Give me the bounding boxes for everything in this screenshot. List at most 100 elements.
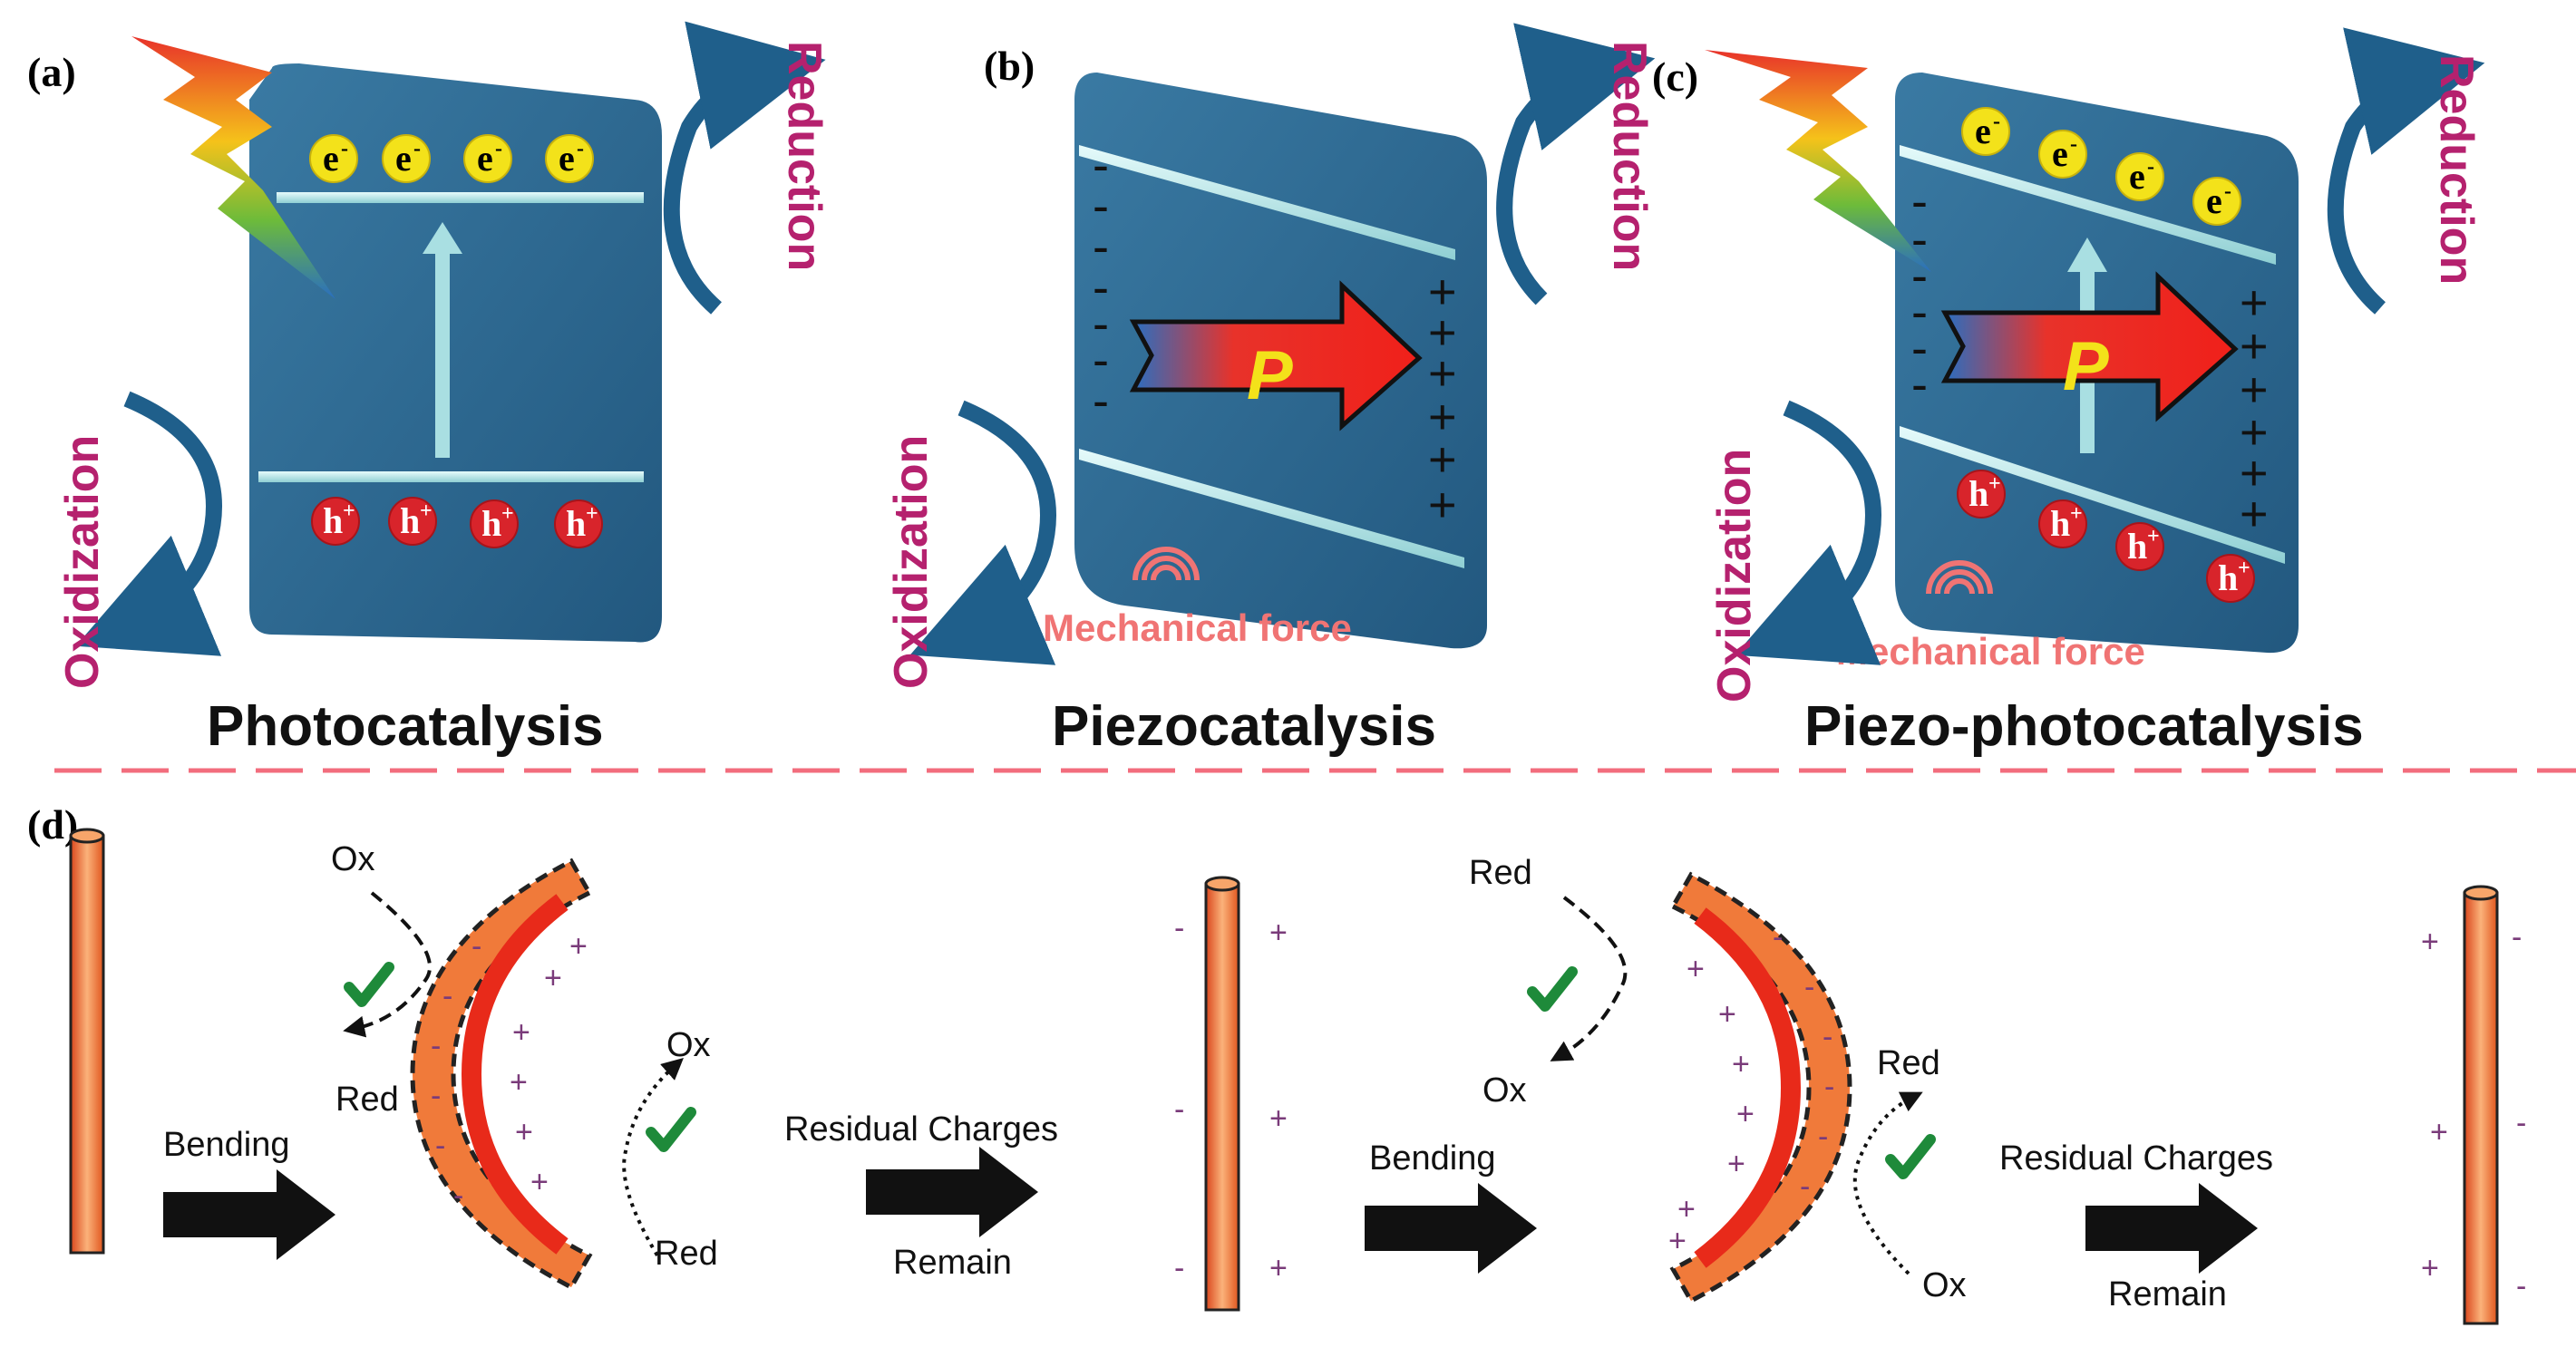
oxidization-arrow: [75, 391, 222, 656]
oxidization-label-b: Oxidization: [885, 435, 938, 689]
svg-text:+: +: [2070, 502, 2083, 526]
oxidization-label-c: Oxidization: [1708, 449, 1761, 703]
bent-rod-2: [1669, 871, 1852, 1304]
svg-text:+: +: [2240, 363, 2269, 417]
reduction-label-a: Reduction: [778, 41, 831, 271]
svg-text:h: h: [481, 503, 501, 544]
svg-text:-: -: [1093, 260, 1109, 315]
svg-text:-: -: [1800, 1169, 1810, 1204]
svg-text:+: +: [510, 1065, 528, 1100]
svg-text:-: -: [577, 137, 584, 160]
svg-text:+: +: [1428, 432, 1457, 487]
svg-text:+: +: [1677, 1192, 1696, 1226]
svg-text:-: -: [1093, 138, 1109, 192]
svg-text:-: -: [1093, 179, 1109, 233]
panel-b-label: (b): [984, 43, 1035, 89]
svg-text:e: e: [559, 138, 575, 179]
svg-text:+: +: [2147, 525, 2160, 548]
svg-text:+: +: [420, 499, 433, 523]
process-arrow: [866, 1147, 1038, 1237]
svg-text:-: -: [453, 1178, 463, 1213]
svg-text:-: -: [1773, 920, 1783, 955]
svg-text:-: -: [413, 137, 421, 160]
panel-c-title: Piezo-photocatalysis: [1804, 695, 2364, 758]
svg-text:+: +: [544, 961, 562, 995]
svg-text:-: -: [431, 1029, 441, 1063]
check-icon: [349, 967, 389, 1002]
rod-charges: --- --- +++ +++ +: [1668, 920, 1834, 1258]
excitation-arrow: [423, 222, 462, 458]
remain-label-1: Remain: [893, 1244, 1012, 1282]
svg-text:-: -: [1911, 357, 1928, 412]
svg-text:+: +: [2238, 557, 2250, 580]
svg-text:-: -: [1093, 219, 1109, 274]
reaction-path: [1852, 1091, 1923, 1275]
svg-text:-: -: [1804, 970, 1814, 1004]
svg-text:+: +: [1269, 916, 1288, 950]
svg-text:+: +: [1269, 1251, 1288, 1285]
reduction-label-b: Reduction: [1603, 41, 1656, 271]
polarization-label-b: P: [1247, 337, 1293, 414]
svg-text:e: e: [477, 138, 493, 179]
bent-rod-core: [1694, 907, 1802, 1268]
svg-text:+: +: [1428, 305, 1457, 360]
panel-d: (d) Bending --- --- +++ +++ Ox Red Ox Re…: [27, 801, 2526, 1325]
svg-text:h: h: [323, 500, 343, 541]
vibration-icon: [1132, 547, 1200, 581]
valence-band: [1079, 449, 1464, 568]
valence-band: [1900, 426, 2285, 564]
valence-band: [258, 471, 644, 482]
svg-text:-: -: [1174, 1092, 1184, 1127]
positive-charges: +++ +++: [1428, 265, 1457, 532]
svg-text:e: e: [395, 138, 412, 179]
svg-text:+: +: [1428, 390, 1457, 444]
svg-text:-: -: [1911, 212, 1928, 267]
svg-text:+: +: [501, 502, 514, 526]
holes: h+ h+ h+ h+: [311, 497, 603, 548]
svg-text:+: +: [2421, 925, 2439, 959]
svg-text:+: +: [1988, 472, 2001, 496]
svg-text:h: h: [2050, 503, 2070, 544]
red-label-4: Red: [1877, 1044, 1940, 1082]
bending-label-2: Bending: [1369, 1139, 1495, 1178]
process-arrow: [163, 1169, 335, 1260]
svg-text:-: -: [2512, 920, 2522, 955]
reduction-label-c: Reduction: [2430, 54, 2483, 285]
remain-label-2: Remain: [2108, 1275, 2227, 1313]
positive-charges: +++ +++: [2240, 276, 2269, 541]
rod-straight-1: [69, 828, 105, 1255]
svg-text:-: -: [1174, 1251, 1184, 1285]
svg-text:-: -: [341, 137, 348, 160]
reaction-path: [622, 1058, 684, 1257]
reaction-path: [343, 891, 432, 1038]
residual-label-1: Residual Charges: [784, 1110, 1058, 1149]
svg-text:+: +: [1718, 997, 1736, 1032]
svg-text:-: -: [2516, 1269, 2526, 1304]
svg-text:h: h: [1968, 473, 1988, 514]
svg-text:-: -: [435, 1129, 445, 1163]
oxidization-label-a: Oxidization: [56, 435, 109, 689]
svg-text:+: +: [2430, 1115, 2448, 1149]
svg-text:+: +: [343, 499, 355, 523]
mechanical-force-label-c: Mechanical force: [1836, 630, 2145, 673]
process-arrow: [1365, 1183, 1537, 1274]
check-icon: [1532, 972, 1572, 1006]
lightning-icon: [1705, 50, 1931, 272]
svg-text:+: +: [586, 502, 598, 526]
svg-text:+: +: [1428, 478, 1457, 532]
svg-text:+: +: [1428, 346, 1457, 401]
svg-text:+: +: [1736, 1097, 1755, 1131]
svg-text:+: +: [1732, 1047, 1750, 1081]
svg-text:-: -: [1911, 248, 1928, 303]
polarization-label-c: P: [2063, 328, 2109, 405]
svg-text:h: h: [400, 500, 420, 541]
svg-text:-: -: [1818, 1120, 1828, 1154]
svg-text:-: -: [1823, 1020, 1832, 1054]
rod-straight-3: +++ ---: [2421, 885, 2526, 1325]
svg-text:+: +: [2240, 319, 2269, 373]
mechanical-force-label-b: Mechanical force: [1043, 606, 1352, 649]
oxidization-arrow: [909, 400, 1056, 665]
conduction-band: [1079, 145, 1455, 260]
svg-text:-: -: [1093, 333, 1109, 387]
